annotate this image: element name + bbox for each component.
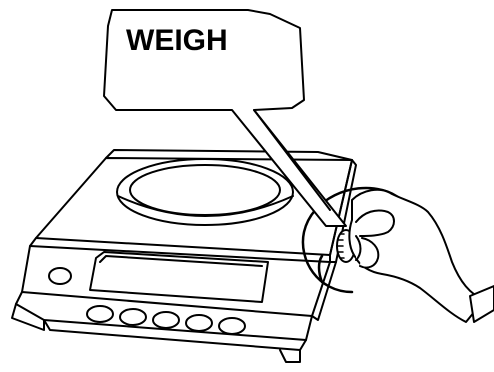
- balance-base-bottom: [44, 320, 306, 350]
- hand-cuff: [470, 286, 494, 322]
- hand-turning-knob: [337, 190, 494, 322]
- rotation-arc-lower: [319, 256, 322, 282]
- keypad-key: [186, 315, 212, 331]
- callout-label: WEIGH: [126, 24, 228, 57]
- balance-right-foot: [280, 350, 300, 362]
- keypad-key: [153, 312, 179, 328]
- display-window: [90, 252, 268, 302]
- balance-side-lower: [312, 262, 336, 320]
- callout-bubble: WEIGH: [104, 10, 346, 226]
- keypad-key: [219, 318, 245, 334]
- balance-front-bezel: [30, 238, 330, 262]
- weighing-pan-rim: [118, 196, 293, 216]
- power-button: [49, 268, 71, 284]
- keypad-key: [120, 309, 146, 325]
- balance-base: [16, 292, 312, 340]
- keypad-key: [87, 306, 113, 322]
- weighing-pan-inner: [130, 165, 280, 215]
